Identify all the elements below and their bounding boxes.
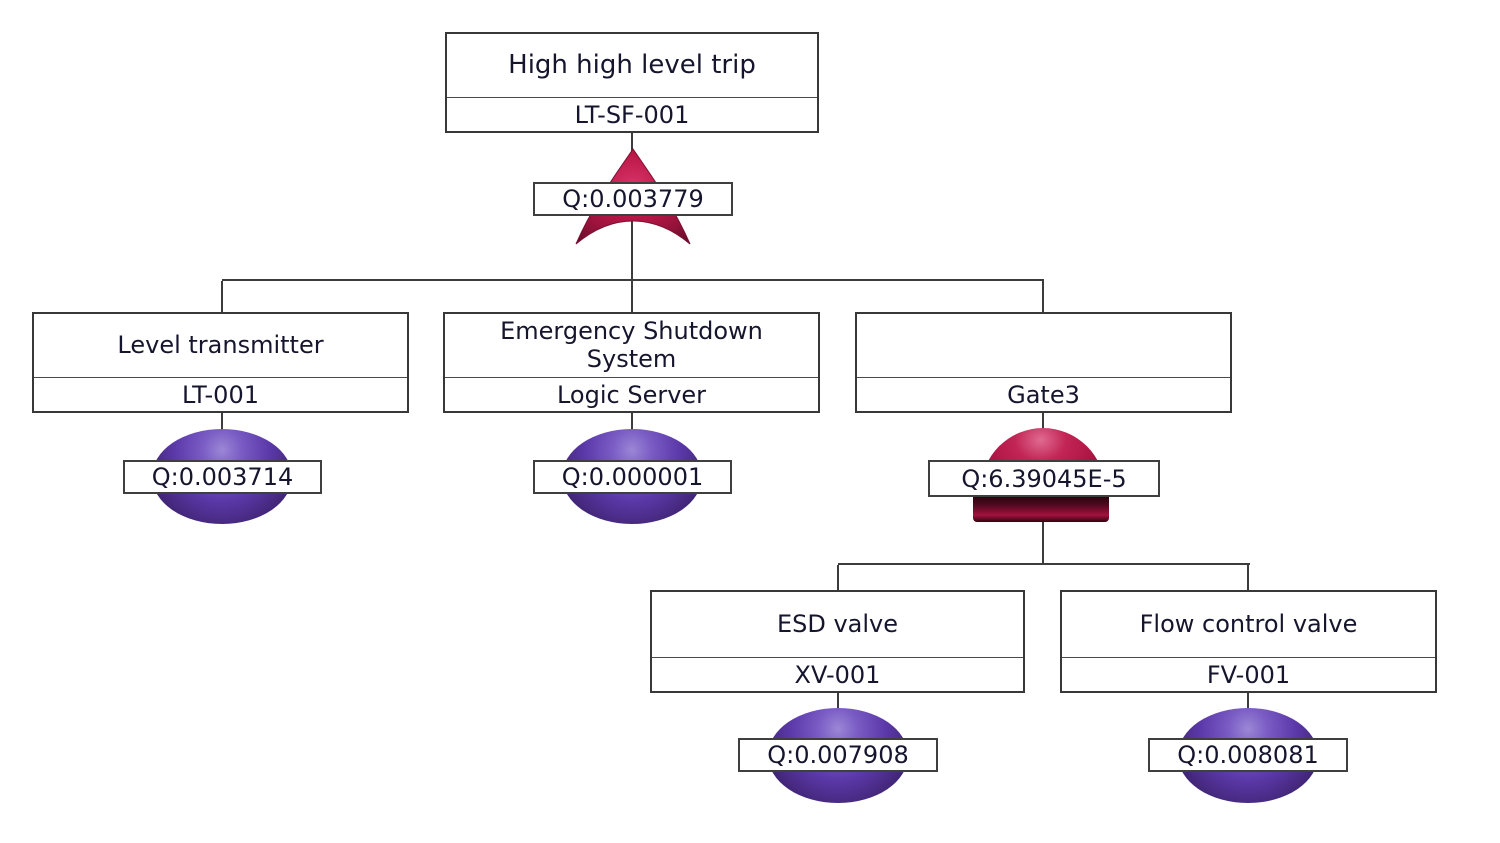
connector-line (221, 413, 223, 429)
q-value-label-gate3: Q:6.39045E-5 (928, 460, 1160, 497)
connector-line (1247, 565, 1249, 591)
connector-line (837, 565, 839, 591)
q-value-label-top-event: Q:0.003779 (533, 182, 733, 216)
connector-line (221, 281, 223, 312)
node-code-gate3: Gate3 (1007, 380, 1080, 409)
connector-line (1042, 281, 1044, 312)
connector-line (1042, 521, 1044, 564)
connector-line (631, 413, 633, 429)
q-value-label-esd-valve: Q:0.007908 (738, 738, 938, 772)
node-name-emergency-shutdown-system: Emergency Shutdown System (445, 314, 818, 378)
node-box-gate3[interactable]: Gate3 (855, 312, 1232, 413)
node-code-flow-control-valve: FV-001 (1206, 660, 1291, 689)
connector-line (838, 563, 1250, 565)
node-name-top-event: High high level trip (447, 34, 817, 98)
connector-line (631, 281, 633, 312)
node-box-esd-valve[interactable]: ESD valve XV-001 (650, 590, 1025, 693)
node-box-flow-control-valve[interactable]: Flow control valve FV-001 (1060, 590, 1437, 693)
node-code-top-event: LT-SF-001 (574, 100, 690, 129)
node-name-esd-valve: ESD valve (652, 592, 1023, 658)
node-name-gate3 (857, 314, 1230, 378)
node-code-level-transmitter: LT-001 (182, 380, 259, 409)
node-code-esd-valve: XV-001 (794, 660, 881, 689)
node-name-level-transmitter: Level transmitter (34, 314, 407, 378)
connector-line (1247, 693, 1249, 709)
node-box-level-transmitter[interactable]: Level transmitter LT-001 (32, 312, 409, 413)
node-box-emergency-shutdown-system[interactable]: Emergency Shutdown System Logic Server (443, 312, 820, 413)
connector-line (837, 693, 839, 709)
connector-line (222, 279, 1044, 281)
node-box-top-event[interactable]: High high level trip LT-SF-001 (445, 32, 819, 133)
connector-line (1042, 413, 1044, 429)
q-value-label-level-transmitter: Q:0.003714 (123, 460, 322, 494)
q-value-label-flow-control-valve: Q:0.008081 (1148, 738, 1348, 772)
node-code-emergency-shutdown-system: Logic Server (556, 380, 707, 409)
q-value-label-emergency-shutdown-system: Q:0.000001 (533, 460, 732, 494)
node-name-flow-control-valve: Flow control valve (1062, 592, 1435, 658)
and-gate-base (973, 497, 1109, 522)
